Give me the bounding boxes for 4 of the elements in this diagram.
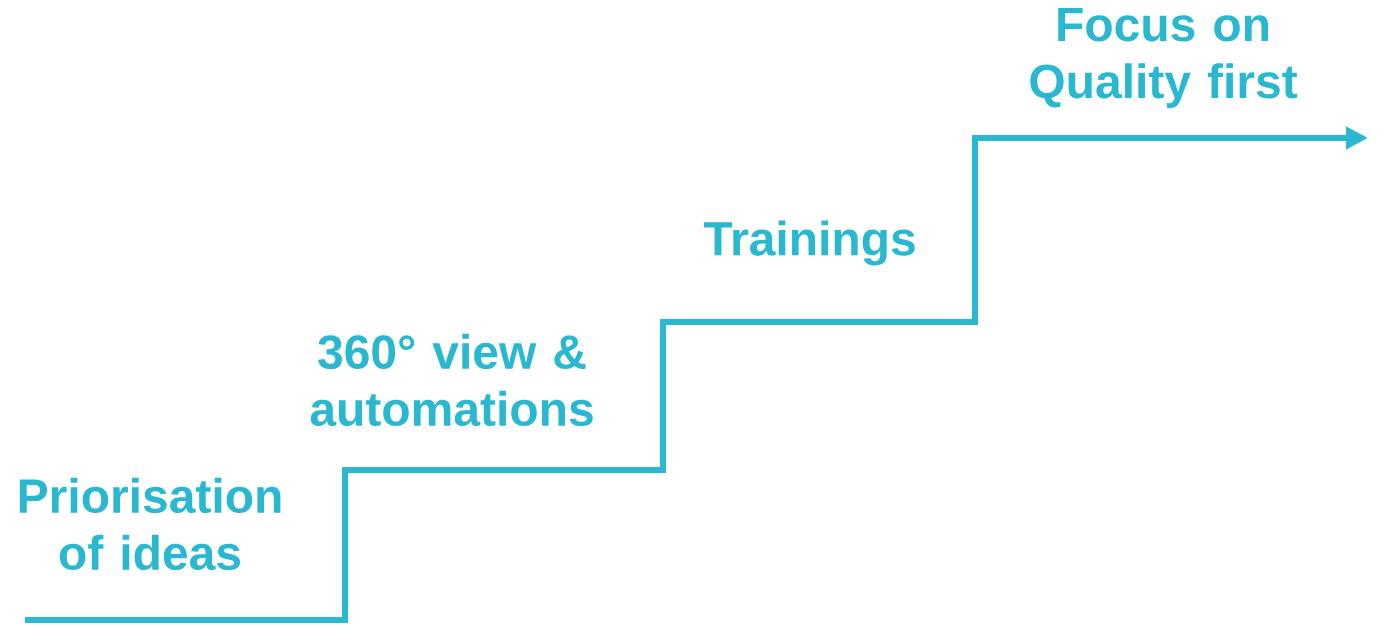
step-label: 360° view & automations: [310, 333, 593, 427]
step-label: Focus on Quality first: [1030, 8, 1298, 108]
step-label: Priorisation of ideas: [19, 477, 281, 571]
step-label: Trainings: [703, 220, 915, 266]
